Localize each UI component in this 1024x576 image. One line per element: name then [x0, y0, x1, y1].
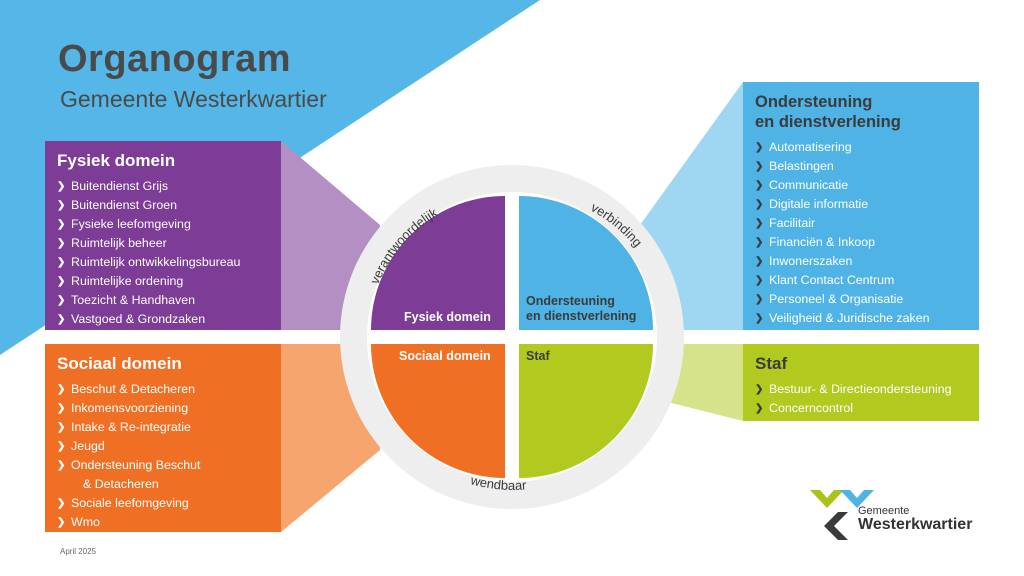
item-list: ❯Automatisering ❯Belastingen ❯Communicat…: [755, 138, 967, 328]
list-item: ❯Facilitair: [755, 214, 967, 233]
list-item: ❯Klant Contact Centrum: [755, 271, 967, 290]
list-item: ❯Ruimtelijk beheer: [57, 234, 269, 253]
panel-title: Sociaal domein: [57, 354, 182, 373]
chevron-right-icon: ❯: [57, 276, 66, 287]
list-item: ❯Ondersteuning Beschut& Detacheren: [57, 458, 201, 491]
chevron-right-icon: ❯: [755, 218, 764, 229]
list-item: ❯Jeugd: [57, 437, 269, 456]
list-item: ❯Vastgoed & Grondzaken: [57, 310, 269, 329]
item-list: ❯Buitendienst Grijs ❯Buitendienst Groen …: [57, 177, 269, 329]
chevron-right-icon: ❯: [57, 498, 66, 509]
list-item: ❯Intake & Re-integratie: [57, 418, 269, 437]
chevron-right-icon: ❯: [57, 314, 66, 325]
chevron-right-icon: ❯: [57, 238, 66, 249]
list-item: ❯Ruimtelijke ordening: [57, 272, 269, 291]
quadrant-sociaal: [371, 344, 505, 478]
quadrant-ondersteuning: [519, 196, 653, 330]
list-item: ❯Buitendienst Grijs: [57, 177, 269, 196]
chevron-right-icon: ❯: [57, 181, 66, 192]
panel-fysiek-domein: Fysiek domein ❯Buitendienst Grijs ❯Buite…: [45, 141, 281, 330]
list-item: ❯Communicatie: [755, 176, 967, 195]
list-item: ❯Financiën & Inkoop: [755, 233, 967, 252]
chevron-right-icon: ❯: [755, 313, 764, 324]
chevron-right-icon: ❯: [57, 460, 66, 471]
list-item: ❯Beschut & Detacheren: [57, 380, 269, 399]
page-subtitle: Gemeente Westerkwartier: [60, 86, 327, 112]
list-item: ❯Concerncontrol: [755, 399, 967, 418]
panel-title: Staf: [755, 354, 788, 373]
list-item: ❯Belastingen: [755, 157, 967, 176]
panel-title: Fysiek domein: [57, 151, 176, 170]
chevron-right-icon: ❯: [755, 161, 764, 172]
panel-sociaal-domein: Sociaal domein ❯Beschut & Detacheren ❯In…: [45, 344, 281, 532]
list-item: ❯Automatisering: [755, 138, 967, 157]
chevron-right-icon: ❯: [57, 441, 66, 452]
quadrant-label-staf: Staf: [526, 349, 550, 363]
list-item: ❯Inkomensvoorziening: [57, 399, 269, 418]
footer-date: April 2025: [60, 547, 97, 556]
chevron-right-icon: ❯: [57, 295, 66, 306]
quadrant-staf: [519, 344, 653, 478]
chevron-right-icon: ❯: [755, 256, 764, 267]
quadrant-label-fysiek: Fysiek domein: [404, 310, 491, 324]
list-item: ❯Fysieke leefomgeving: [57, 215, 269, 234]
item-list: ❯Bestuur- & Directieondersteuning ❯Conce…: [755, 380, 967, 418]
list-item: ❯Veiligheid & Juridische zaken: [755, 309, 967, 328]
list-item: ❯Personeel & Organisatie: [755, 290, 967, 309]
chevron-right-icon: ❯: [57, 517, 66, 528]
list-item: ❯Wmo: [57, 513, 269, 532]
list-item: ❯Bestuur- & Directieondersteuning: [755, 380, 967, 399]
list-item: ❯Sociale leefomgeving: [57, 494, 269, 513]
chevron-right-icon: ❯: [57, 200, 66, 211]
chevron-right-icon: ❯: [755, 180, 764, 191]
list-item: ❯Buitendienst Groen: [57, 196, 269, 215]
chevron-right-icon: ❯: [57, 403, 66, 414]
logo-text-westerkwartier: Westerkwartier: [858, 516, 973, 533]
chevron-right-icon: ❯: [755, 142, 764, 153]
page-title: Organogram: [58, 38, 292, 80]
chevron-right-icon: ❯: [755, 237, 764, 248]
quadrant-label-sociaal: Sociaal domein: [399, 349, 491, 363]
list-item: ❯Digitale informatie: [755, 195, 967, 214]
chevron-right-icon: ❯: [755, 275, 764, 286]
gemeente-logo-icon: [810, 490, 874, 540]
list-item: ❯Toezicht & Handhaven: [57, 291, 269, 310]
panel-staf: Staf ❯Bestuur- & Directieondersteuning ❯…: [743, 344, 979, 421]
chevron-right-icon: ❯: [57, 257, 66, 268]
item-list: ❯Beschut & Detacheren ❯Inkomensvoorzieni…: [57, 380, 269, 532]
chevron-right-icon: ❯: [57, 422, 66, 433]
chevron-right-icon: ❯: [57, 219, 66, 230]
list-item: ❯Inwonerszaken: [755, 252, 967, 271]
chevron-right-icon: ❯: [755, 199, 764, 210]
list-item: ❯Ruimtelijk ontwikkelingsbureau: [57, 253, 269, 272]
chevron-right-icon: ❯: [755, 403, 764, 414]
chevron-right-icon: ❯: [755, 294, 764, 305]
logo-text-gemeente: Gemeente: [858, 505, 910, 517]
quadrant-fysiek: [371, 196, 505, 330]
chevron-right-icon: ❯: [755, 384, 764, 395]
chevron-right-icon: ❯: [57, 384, 66, 395]
